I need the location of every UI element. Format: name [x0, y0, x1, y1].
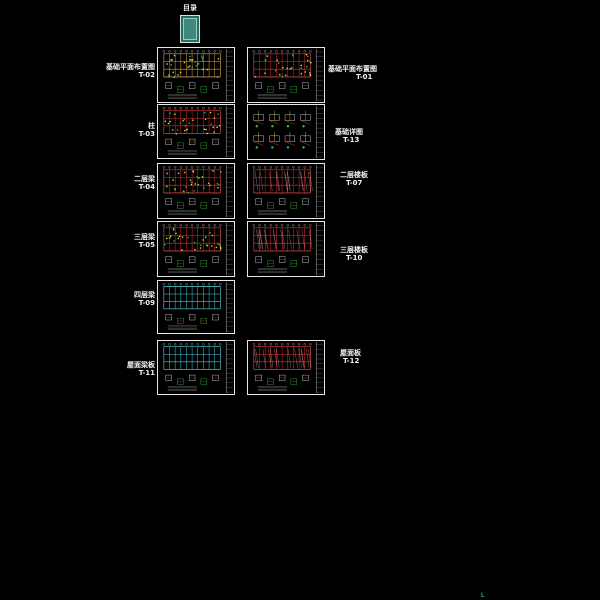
drawing-sheet-left-5[interactable] [157, 280, 235, 334]
drawing-sheet-left-1[interactable] [157, 47, 235, 103]
sheet-label-left-6: 屋面梁板 T-11 [105, 361, 155, 377]
drawing-sheet-right-2[interactable] [247, 104, 325, 160]
sheet-drawing [162, 164, 234, 218]
drawing-sheet-right-6[interactable] [247, 340, 325, 395]
sheet-title: 二层楼板 [340, 171, 368, 179]
sheet-label-right-6: 屋面板 T-12 [340, 349, 390, 365]
sheet-code: T-04 [138, 183, 155, 191]
drawing-sheet-right-3[interactable] [247, 163, 325, 219]
sheet-drawing [252, 164, 324, 218]
cover-title: 目录 [183, 4, 197, 12]
sheet-label-right-3: 二层楼板 T-07 [340, 171, 390, 187]
sheet-code: T-05 [138, 241, 155, 249]
sheet-code: T-07 [346, 179, 363, 187]
sheet-drawing [253, 105, 324, 159]
sheet-drawing [252, 222, 324, 276]
sheet-code: T-03 [138, 130, 155, 138]
sheet-drawing [162, 281, 234, 333]
drawing-sheet-right-1[interactable] [247, 47, 325, 103]
drawing-sheet-left-2[interactable] [157, 104, 235, 159]
sheet-drawing [252, 341, 324, 394]
sheet-code: T-09 [138, 299, 155, 307]
sheet-label-left-1: 基础平面布置图 T-02 [105, 63, 155, 79]
sheet-title: 三层楼板 [340, 246, 368, 254]
sheet-label-left-5: 四层梁 T-09 [105, 291, 155, 307]
sheet-code: T-10 [346, 254, 363, 262]
drawing-sheet-left-4[interactable] [157, 221, 235, 277]
sheet-label-left-4: 三层梁 T-05 [105, 233, 155, 249]
sheet-code: T-11 [138, 369, 155, 377]
sheet-label-right-1: 基础平面布置图 T-01 [328, 65, 388, 81]
sheet-title: 柱 [148, 122, 155, 130]
sheet-drawing [162, 341, 234, 394]
sheet-title: 二层梁 [134, 175, 155, 183]
drawing-sheet-left-6[interactable] [157, 340, 235, 395]
sheet-drawing [162, 222, 234, 276]
sheet-label-right-2: 基础详图 T-13 [335, 128, 385, 144]
sheet-title: 四层梁 [134, 291, 155, 299]
sheet-code: T-12 [343, 357, 360, 365]
sheet-code: T-02 [138, 71, 155, 79]
sheet-title: 屋面梁板 [127, 361, 155, 369]
sheet-drawing [252, 48, 324, 102]
sheet-label-right-4: 三层楼板 T-10 [340, 246, 390, 262]
sheet-title: 屋面板 [340, 349, 361, 357]
sheet-title: 基础平面布置图 [328, 65, 377, 73]
sheet-title: 基础详图 [335, 128, 363, 136]
corner-mark: L [481, 592, 485, 599]
sheet-code: T-01 [356, 73, 373, 81]
sheet-drawing [162, 105, 234, 158]
cover-sheet-thumbnail[interactable] [180, 15, 200, 43]
sheet-code: T-13 [343, 136, 360, 144]
sheet-label-left-2: 柱 T-03 [105, 122, 155, 138]
sheet-label-left-3: 二层梁 T-04 [105, 175, 155, 191]
sheet-drawing [162, 48, 234, 102]
sheet-title: 基础平面布置图 [106, 63, 155, 71]
sheet-title: 三层梁 [134, 233, 155, 241]
drawing-sheet-left-3[interactable] [157, 163, 235, 219]
cover-sheet-inner [183, 18, 197, 40]
drawing-sheet-right-4[interactable] [247, 221, 325, 277]
